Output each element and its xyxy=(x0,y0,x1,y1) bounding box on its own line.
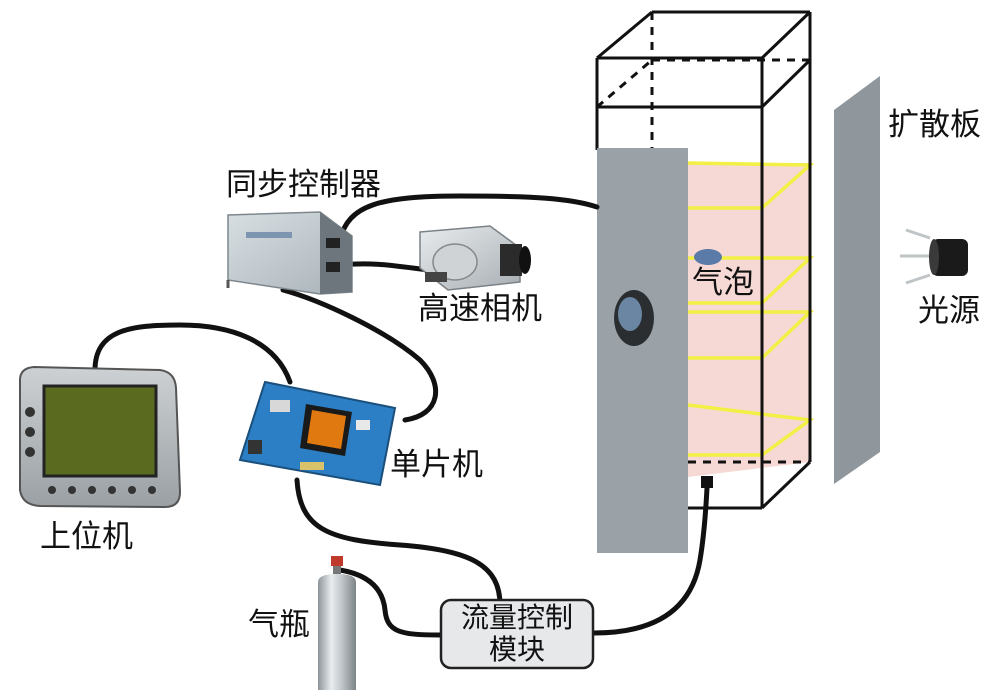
flow-control-box xyxy=(439,598,595,670)
flow-control-label-line1: 流量控制 xyxy=(460,601,573,634)
bubble-label: 气泡 xyxy=(692,265,754,301)
diffuser-plate xyxy=(834,76,880,484)
sync-controller-label: 同步控制器 xyxy=(226,167,381,203)
flow-control-label-line2: 模块 xyxy=(488,633,545,666)
light-source-icon xyxy=(900,228,968,285)
diffuser-label: 扩散板 xyxy=(888,107,981,143)
flow-control-label: 流量控制 模块 xyxy=(441,602,593,666)
host-pc-device xyxy=(19,365,182,509)
mcu-board-device xyxy=(238,380,397,487)
tank-water xyxy=(688,163,810,477)
host-pc-label: 上位机 xyxy=(40,519,133,555)
sync-controller-device xyxy=(226,211,353,295)
gas-cylinder-device xyxy=(318,556,356,690)
mcu-label: 单片机 xyxy=(390,447,483,483)
high-speed-camera-device xyxy=(419,225,531,291)
gas-cylinder-label: 气瓶 xyxy=(248,607,310,643)
tank-front-panel xyxy=(597,148,688,553)
bubble-shape xyxy=(694,249,722,265)
high-speed-camera-label: 高速相机 xyxy=(418,291,542,327)
tank-frame xyxy=(595,10,815,510)
light-source-label: 光源 xyxy=(918,293,980,329)
laser-sheets xyxy=(687,161,815,457)
gas-nozzle xyxy=(701,476,713,488)
